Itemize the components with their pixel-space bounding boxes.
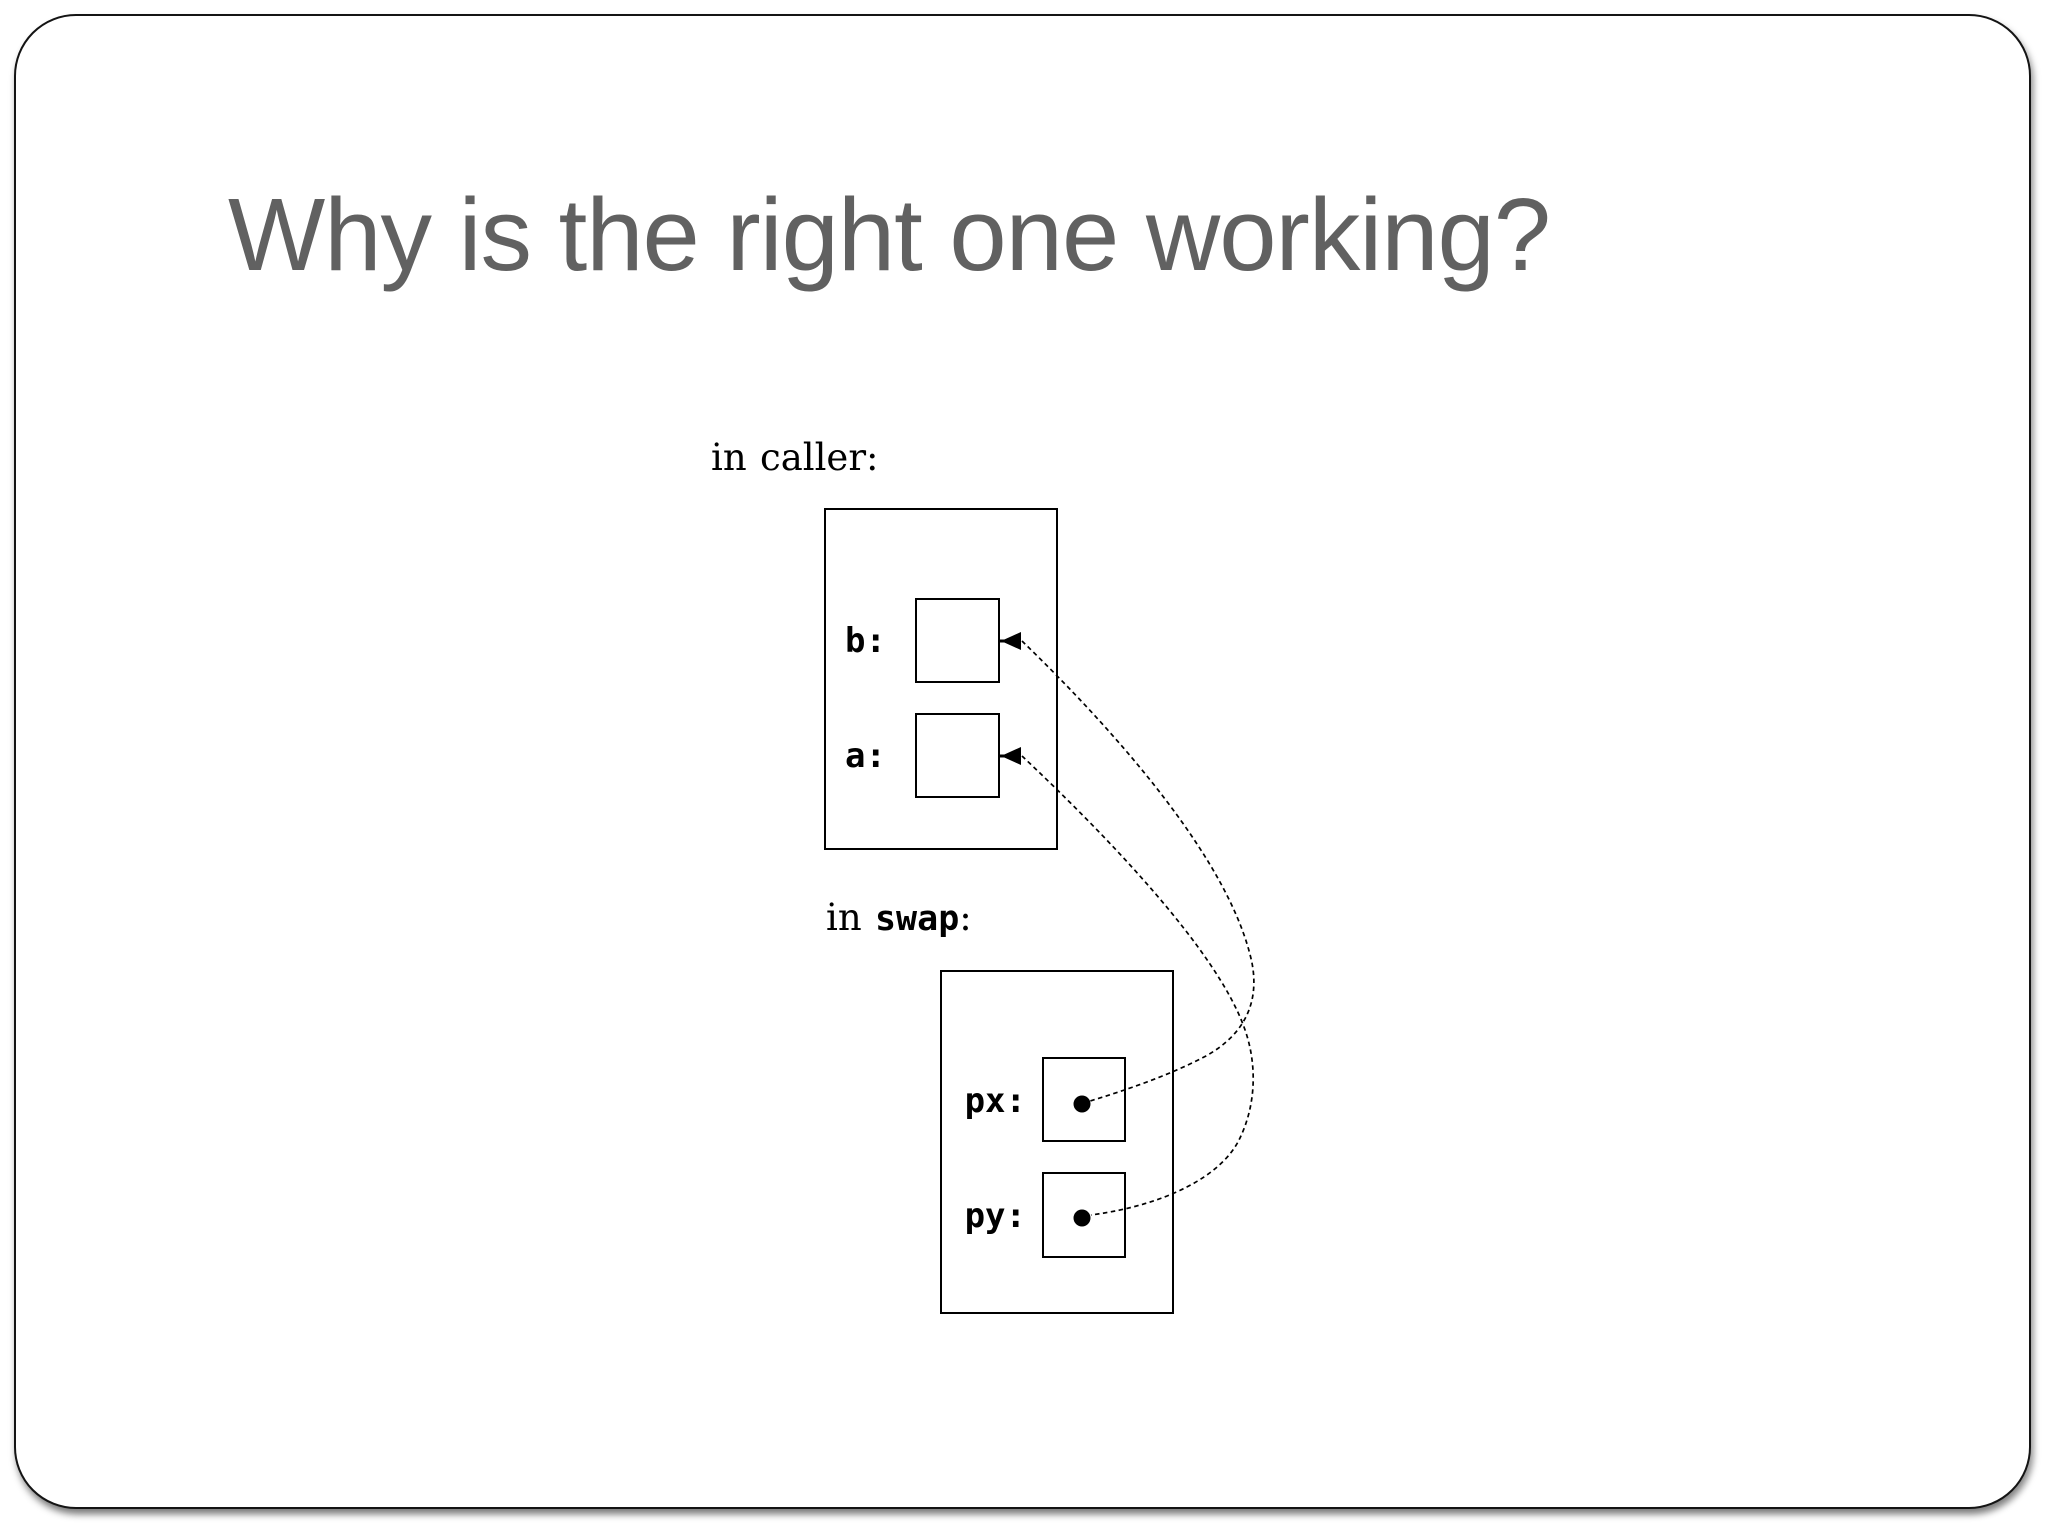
cell-a — [915, 713, 1000, 798]
caller-label-name: caller — [759, 436, 867, 479]
cell-py — [1042, 1172, 1126, 1258]
label-a: a: — [845, 736, 886, 776]
cell-b — [915, 598, 1000, 683]
label-px: px: — [964, 1081, 1026, 1121]
caller-label-suffix: : — [866, 436, 879, 479]
caller-label-prefix: in — [711, 436, 747, 479]
section-label-caller: in caller: — [711, 438, 879, 478]
swap-label-name: swap — [874, 899, 960, 939]
cell-px — [1042, 1057, 1126, 1142]
swap-label-prefix: in — [826, 896, 862, 939]
swap-label-suffix: : — [959, 896, 972, 939]
label-b: b: — [845, 621, 886, 661]
page-title: Why is the right one working? — [228, 177, 1551, 292]
label-py: py: — [964, 1196, 1026, 1236]
swap-frame — [940, 970, 1174, 1314]
